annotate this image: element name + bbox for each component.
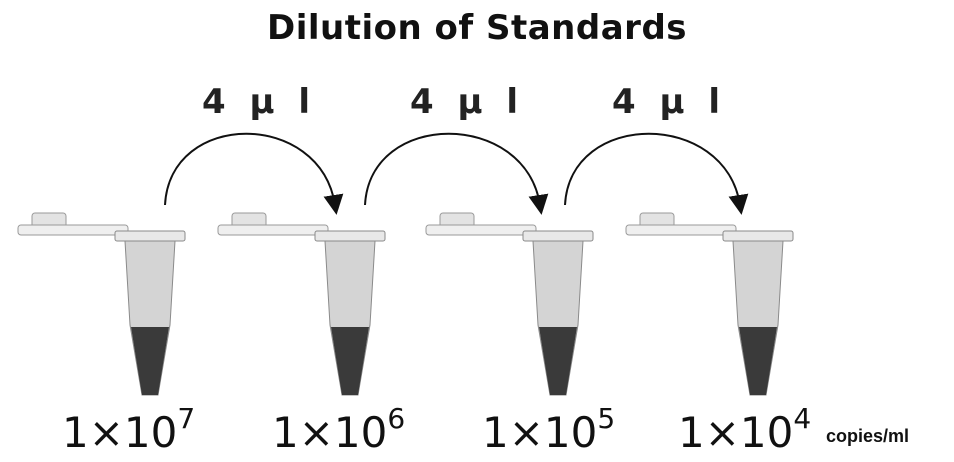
concentration-exponent: 4 <box>793 402 812 435</box>
transfer-volume-label-3: 4 μ l <box>612 82 727 122</box>
concentration-base: 1×10 <box>678 408 794 457</box>
transfer-arrow-3 <box>564 132 749 215</box>
microcentrifuge-tube-2 <box>217 212 386 396</box>
concentration-label-1: 1×107 <box>62 405 195 458</box>
microcentrifuge-tube-4 <box>625 212 794 396</box>
transfer-arrow-1 <box>164 132 344 215</box>
microcentrifuge-tube-1 <box>17 212 186 396</box>
concentration-label-4: 1×104 <box>678 405 811 458</box>
concentration-exponent: 5 <box>597 402 616 435</box>
microcentrifuge-tube-3 <box>425 212 594 396</box>
diagram-title: Dilution of Standards <box>266 8 688 48</box>
concentration-exponent: 7 <box>177 402 196 435</box>
transfer-arrow-2 <box>364 132 549 215</box>
concentration-label-2: 1×106 <box>272 405 405 458</box>
concentration-exponent: 6 <box>387 402 406 435</box>
concentration-base: 1×10 <box>272 408 388 457</box>
concentration-base: 1×10 <box>62 408 178 457</box>
unit-label: copies/ml <box>826 426 910 446</box>
transfer-volume-label-2: 4 μ l <box>410 82 525 122</box>
concentration-base: 1×10 <box>482 408 598 457</box>
concentration-label-3: 1×105 <box>482 405 615 458</box>
transfer-volume-label-1: 4 μ l <box>202 82 317 122</box>
